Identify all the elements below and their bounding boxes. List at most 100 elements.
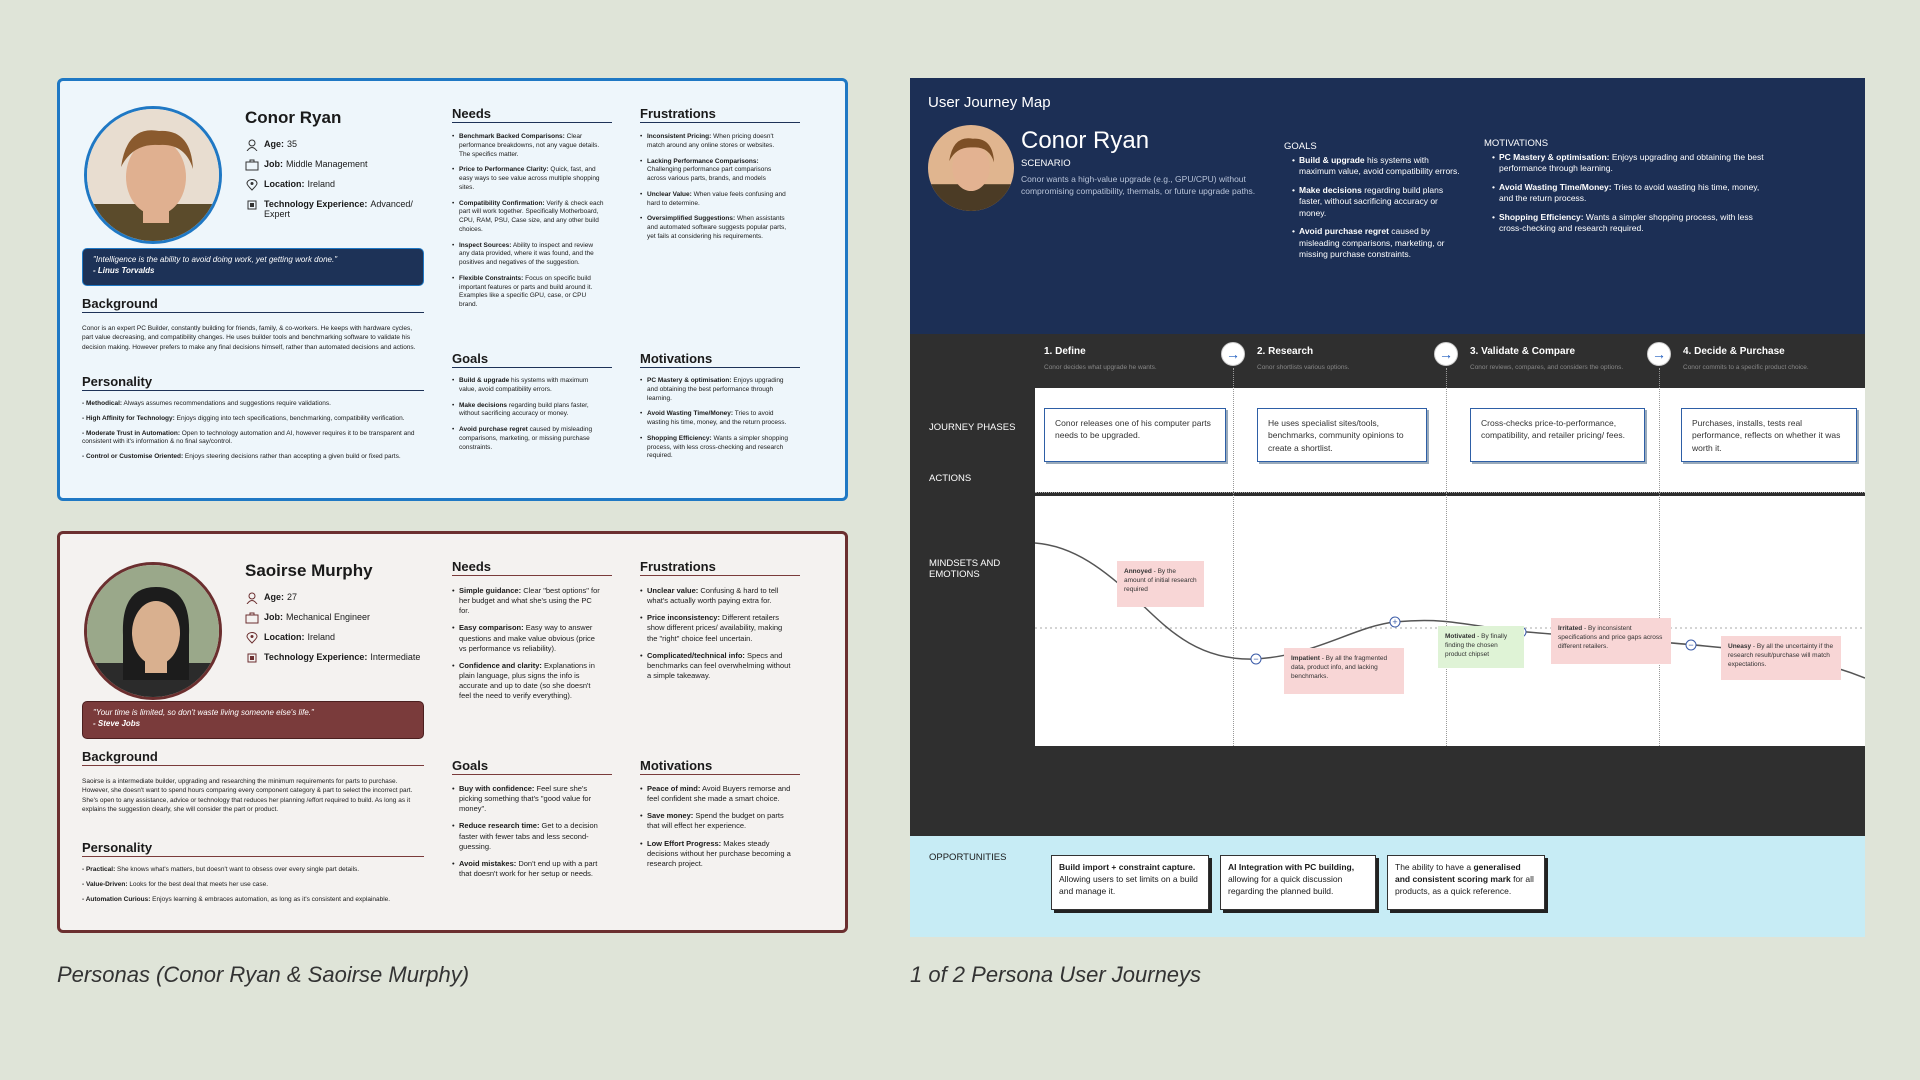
phase-divider — [1659, 368, 1660, 746]
list-item-text: Spend the budget on parts that will effe… — [647, 811, 784, 831]
action-card: Conor releases one of his computer parts… — [1044, 408, 1226, 462]
actions-label: ACTIONS — [929, 473, 972, 484]
list-item-text: Tries to avoid wasting his time, money, … — [1499, 181, 1760, 204]
frustrations-list: Inconsistent Pricing: When pricing doesn… — [640, 133, 792, 249]
background-heading: Background — [82, 749, 424, 766]
needs-list: Benchmark Backed Comparisons: Clear perf… — [452, 133, 604, 317]
emotion-curve: − − + − − — [1035, 542, 1865, 679]
list-item-key: - Moderate Trust in Automation: — [82, 429, 180, 437]
goal-item: Avoid purchase regret caused by misleadi… — [1292, 226, 1462, 260]
emotion-note: Impatient - By all the fragmented data, … — [1284, 648, 1404, 694]
avatar — [84, 562, 222, 700]
list-item-key: Complicated/technical info: — [647, 650, 745, 660]
list-item-text: Confusing & hard to tell what's actually… — [647, 586, 779, 606]
opportunity-card: The ability to have a generalised and co… — [1387, 855, 1545, 910]
needs-heading: Needs — [452, 559, 612, 576]
list-item-text: Quick, fast, and easy ways to see value … — [459, 166, 600, 191]
journey-motivations-list: PC Mastery & optimisation: Enjoys upgrad… — [1492, 152, 1772, 242]
frustrations-list: Unclear value: Confusing & hard to tell … — [640, 586, 792, 688]
list-item-key: - High Affinity for Technology: — [82, 414, 175, 422]
list-item-text: Verify & check each part will work toget… — [459, 199, 604, 233]
action-card: Purchases, installs, tests real performa… — [1681, 408, 1857, 462]
frustration-item: Oversimplified Suggestions: When assista… — [640, 215, 792, 241]
journey-persona-name: Conor Ryan — [1021, 127, 1150, 154]
journey-header: User Journey Map Conor Ryan SCENARIO Con… — [910, 78, 1865, 334]
person-icon — [246, 592, 258, 604]
tech-label: Technology Experience: — [264, 199, 368, 209]
goal-item: Make decisions regarding build plans fas… — [452, 402, 604, 420]
phase-sub: Conor commits to a specific product choi… — [1683, 364, 1809, 371]
need-item: Simple guidance: Clear "best options" fo… — [452, 586, 604, 616]
background-text: Conor is an expert PC Builder, constantl… — [82, 325, 416, 351]
job-value: Middle Management — [286, 159, 368, 169]
goal-item: Reduce research time: Get to a decision … — [452, 821, 604, 851]
location-pin-icon — [246, 179, 258, 191]
goal-item: Avoid purchase regret caused by misleadi… — [452, 426, 604, 452]
list-item-text: Wants a simpler shopping process, with l… — [647, 434, 789, 460]
emotion-text: - By the amount of initial research requ… — [1124, 568, 1197, 594]
frustration-item: Lacking Performance Comparisons: Challen… — [640, 158, 792, 184]
location-label: Location: — [264, 179, 305, 189]
list-item-text: Get to a decision faster with fewer tabs… — [459, 821, 598, 851]
emotion-note: Irritated - By inconsistent specificatio… — [1551, 618, 1671, 664]
personality-item: - Control or Customise Oriented: Enjoys … — [82, 453, 424, 462]
list-item-text: She knows what's matters, but doesn't wa… — [115, 866, 360, 873]
list-item-key: Compatibility Confirmation: — [459, 199, 545, 207]
goal-item: Avoid mistakes: Don't end up with a part… — [452, 859, 604, 879]
need-item: Benchmark Backed Comparisons: Clear perf… — [452, 133, 604, 159]
list-item-key: Buy with confidence: — [459, 784, 535, 793]
phase-sub: Conor decides what upgrade he wants. — [1044, 364, 1157, 371]
opportunity-text: Allowing users to set limits on a build … — [1059, 873, 1198, 896]
list-item-text: When pricing doesn't match around any on… — [647, 133, 775, 149]
list-item-key: Save money: — [647, 811, 694, 821]
opportunity-prefix: The ability to have a — [1395, 862, 1474, 872]
avatar — [928, 125, 1014, 211]
motivations-heading: Motivations — [640, 351, 800, 368]
motivation-item: PC Mastery & optimisation: Enjoys upgrad… — [1492, 152, 1772, 175]
persona-info: Age:27 Job:Mechanical Engineer Location:… — [245, 592, 445, 672]
opportunity-bold: AI Integration with PC building, — [1228, 862, 1355, 872]
list-item-key: Avoid Wasting Time/Money: — [647, 410, 734, 418]
frustration-item: Inconsistent Pricing: When pricing doesn… — [640, 133, 792, 151]
personality-item: - Automation Curious: Enjoys learning & … — [82, 896, 424, 905]
personality-item: - Value-Driven: Looks for the best deal … — [82, 881, 424, 890]
opportunity-card: AI Integration with PC building, allowin… — [1220, 855, 1376, 910]
needs-list: Simple guidance: Clear "best options" fo… — [452, 586, 604, 708]
background-text: Saoirse is a intermediate builder, upgra… — [82, 778, 413, 814]
motivation-item: Avoid Wasting Time/Money: Tries to avoid… — [640, 410, 792, 428]
emotion-note: Motivated - By finally finding the chose… — [1438, 626, 1524, 668]
list-item-key: Peace of mind: — [647, 784, 701, 793]
emotion-text: - By all the fragmented data, product in… — [1291, 655, 1388, 681]
list-item-key: Avoid mistakes: — [459, 858, 517, 868]
goals-heading: Goals — [452, 758, 612, 775]
frustrations-heading: Frustrations — [640, 106, 800, 123]
need-item: Flexible Constraints: Focus on specific … — [452, 275, 604, 310]
journey-map: User Journey Map Conor Ryan SCENARIO Con… — [910, 78, 1865, 937]
chip-icon — [247, 200, 257, 210]
goal-item: Make decisions regarding build plans fas… — [1292, 185, 1462, 219]
list-item-text: Challenging performance part comparisons… — [647, 166, 772, 183]
location-value: Ireland — [307, 179, 336, 189]
list-item-key: Benchmark Backed Comparisons: — [459, 133, 565, 140]
goals-label: GOALS — [1284, 141, 1317, 152]
list-item-key: Confidence and clarity: — [459, 660, 542, 670]
list-item-key: PC Mastery & optimisation: — [647, 377, 732, 384]
caption-personas: Personas (Conor Ryan & Saoirse Murphy) — [57, 962, 470, 987]
motivations-list: PC Mastery & optimisation: Enjoys upgrad… — [640, 377, 792, 468]
emotion-text: - By inconsistent specifications and pri… — [1558, 625, 1663, 651]
emotion-text: - By finally finding the chosen product … — [1445, 633, 1508, 659]
emotions-label: MINDSETS AND EMOTIONS — [929, 558, 1001, 581]
goal-item: Buy with confidence: Feel sure she's pic… — [452, 784, 604, 814]
age-value: 27 — [287, 592, 298, 602]
motivation-item: PC Mastery & optimisation: Enjoys upgrad… — [640, 377, 792, 403]
job-value: Mechanical Engineer — [286, 612, 371, 622]
motivation-item: Shopping Efficiency: Wants a simpler sho… — [640, 435, 792, 461]
journey-title: User Journey Map — [928, 94, 1051, 111]
frustration-item: Unclear value: Confusing & hard to tell … — [640, 586, 792, 606]
list-item-key: Make decisions — [459, 401, 508, 409]
list-item-key: Inconsistent Pricing: — [647, 133, 712, 140]
list-item-key: Build & upgrade — [1299, 155, 1365, 165]
phase-divider — [1233, 368, 1234, 746]
location-pin-icon — [246, 632, 258, 644]
